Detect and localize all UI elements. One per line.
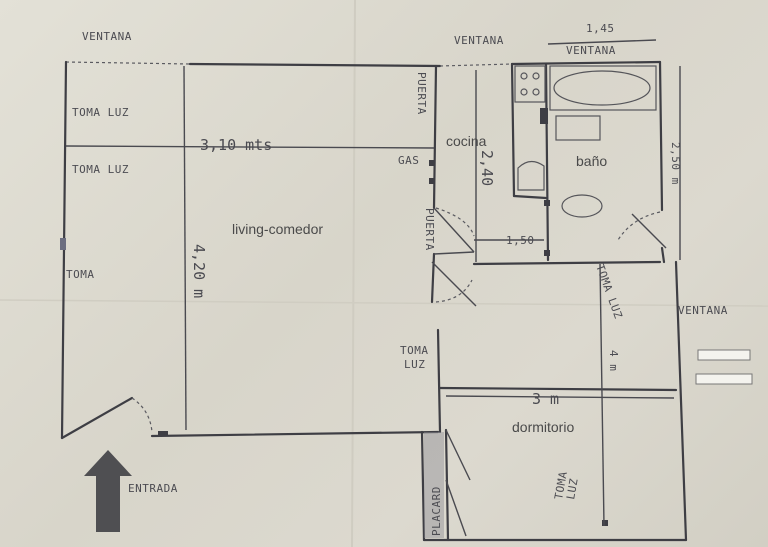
puerta-upper-label: PUERTA xyxy=(415,72,428,115)
dim-bano-width: 1,45 xyxy=(586,22,615,35)
toma-left-label: TOMA xyxy=(66,268,95,281)
toma-luz-vertical-label: TOMA LUZ xyxy=(593,263,625,321)
placard-label: PLACARD xyxy=(430,486,443,536)
dim-living-width: 3,10 mts xyxy=(200,136,272,154)
room-bano: baño xyxy=(576,153,607,169)
ventana-top-right-label: VENTANA xyxy=(566,44,616,57)
toma-luz-hall-label-2: LUZ xyxy=(404,358,425,371)
toma-luz-hall-label-1: TOMA xyxy=(400,344,429,357)
gas-label: GAS xyxy=(398,154,419,167)
window-mark xyxy=(695,373,753,385)
placard-fill xyxy=(424,432,444,538)
toilet xyxy=(540,108,601,141)
ventana-top-mid-label: VENTANA xyxy=(454,34,504,47)
dimension-lines xyxy=(65,39,681,527)
sink xyxy=(517,160,603,218)
dim-bano-height: 2,50 m xyxy=(669,142,682,185)
toma-luz-label-1: TOMA LUZ xyxy=(72,106,129,119)
paper-crease xyxy=(351,0,356,547)
paper-crease xyxy=(0,299,768,307)
ventana-top-left-label: VENTANA xyxy=(82,30,132,43)
entrada-label: ENTRADA xyxy=(128,482,178,495)
room-cocina: cocina xyxy=(446,133,487,149)
toma-luz-bottom-label-2: LUZ xyxy=(564,477,581,500)
cocina-bano-walls xyxy=(439,60,667,266)
dim-cocina-height: 2,40 xyxy=(478,150,496,186)
bathtub xyxy=(549,65,657,111)
entrada-arrow-icon xyxy=(84,450,132,532)
dormitorio-walls xyxy=(420,260,688,542)
toma-luz-label-2: TOMA LUZ xyxy=(72,163,129,176)
ventana-right-label: VENTANA xyxy=(678,304,728,317)
room-living-comedor: living-comedor xyxy=(232,221,323,237)
dim-dormitorio-width: 3 m xyxy=(532,390,559,408)
stove xyxy=(514,65,546,103)
dim-dormitorio-height: 4 m xyxy=(607,350,620,371)
door-swings xyxy=(431,207,477,307)
room-dormitorio: dormitorio xyxy=(512,419,574,435)
window-mark xyxy=(697,349,751,361)
puerta-lower-label: PUERTA xyxy=(423,208,436,251)
dim-cocina-width: 1,50 xyxy=(506,234,535,247)
toma-luz-bottom-label-1: TOMA xyxy=(552,470,570,500)
dim-living-height: 4,20 m xyxy=(190,244,208,298)
outlet-markers xyxy=(60,160,608,526)
